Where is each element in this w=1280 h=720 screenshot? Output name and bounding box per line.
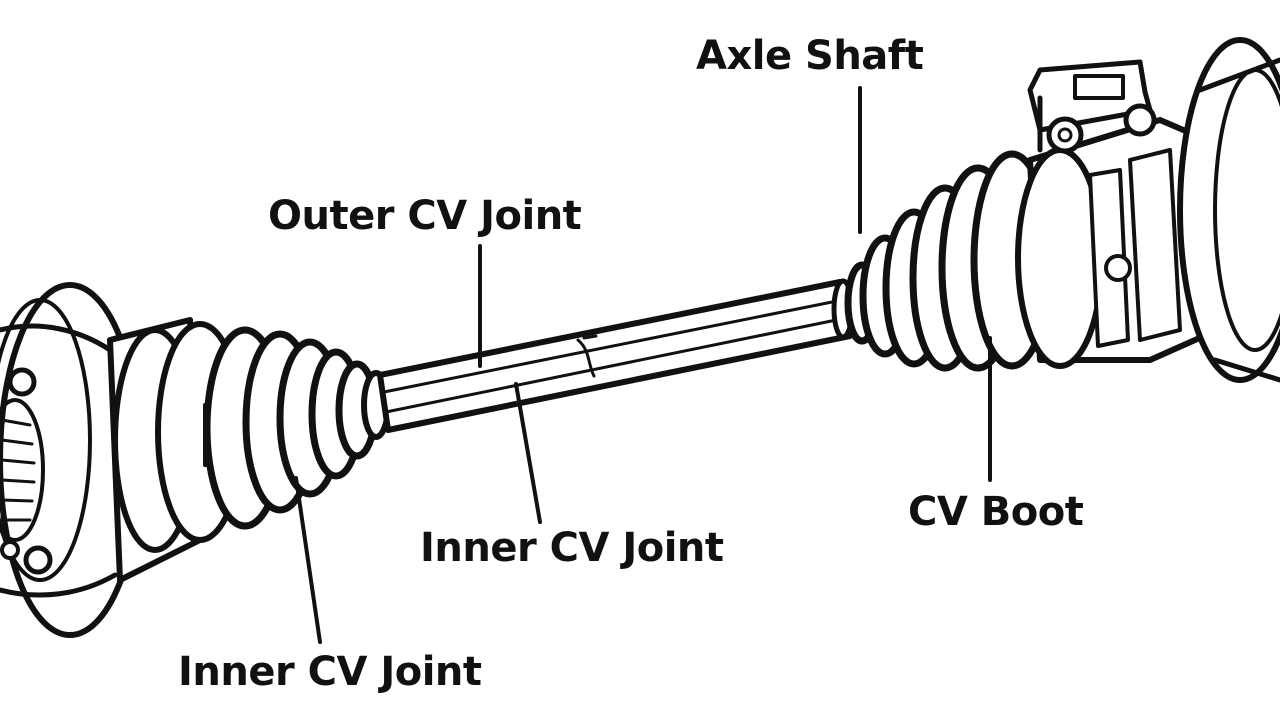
inner-cv-joint-label-lower: Inner CV Joint — [178, 649, 482, 695]
left-hub-flange — [0, 282, 143, 638]
axle-shaft-label: Axle Shaft — [696, 33, 924, 79]
right-hub-flange — [1177, 37, 1280, 383]
cv-boot-label: CV Boot — [908, 489, 1084, 535]
leader-inner-cv-joint-middle — [514, 382, 542, 524]
left-cv-boot — [203, 326, 391, 530]
leader-inner-cv-joint-lower — [294, 476, 322, 644]
outer-cv-joint-label: Outer CV Joint — [268, 193, 582, 239]
inner-cv-joint-label-middle: Inner CV Joint — [420, 525, 724, 571]
axle-shaft — [377, 278, 855, 433]
leader-lines — [294, 86, 992, 644]
